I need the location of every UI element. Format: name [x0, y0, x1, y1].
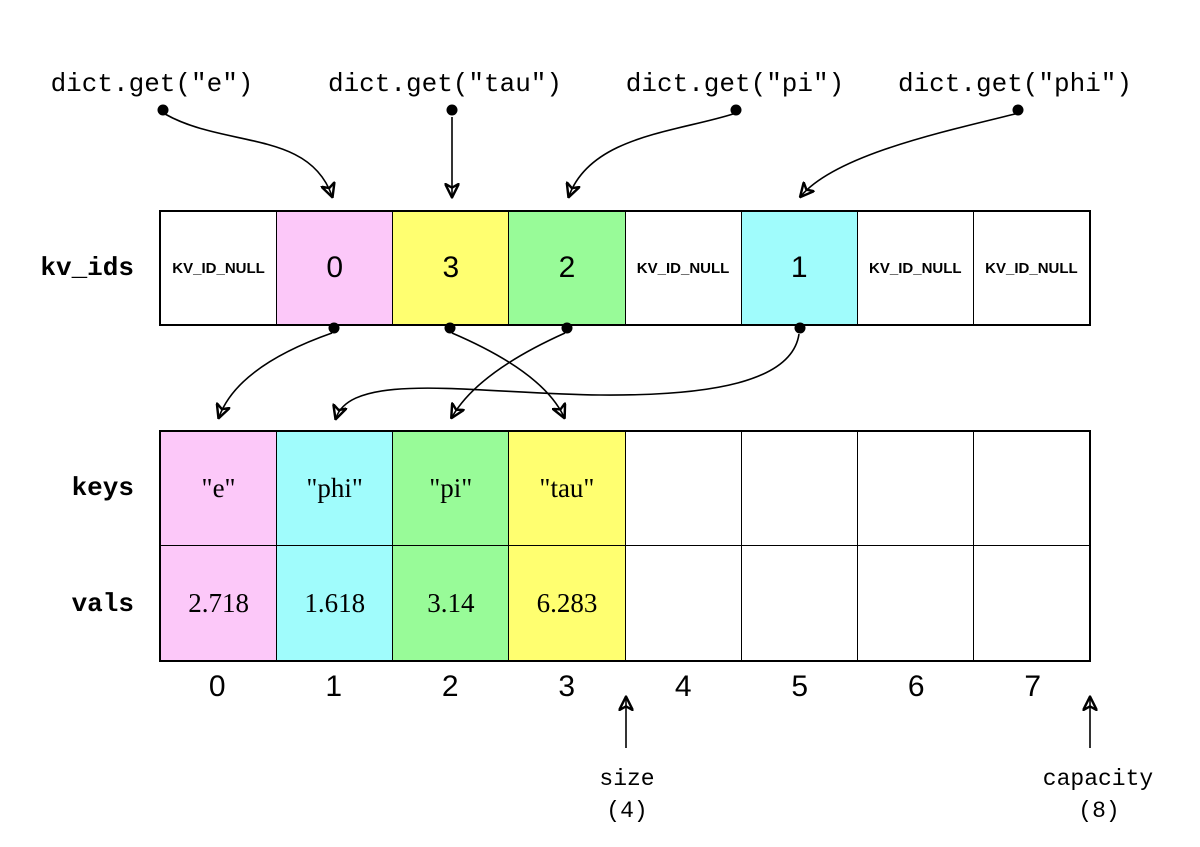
- kv-ids-cell-7: KV_ID_NULL: [973, 212, 1089, 324]
- capacity-label: capacity: [1042, 766, 1154, 792]
- index-0: 0: [208, 670, 226, 703]
- index-5: 5: [791, 670, 809, 703]
- keys-cell-0: "e": [161, 432, 278, 546]
- vals-cell-1: 1.618: [277, 546, 394, 660]
- size-value: (4): [606, 798, 648, 824]
- kv-ids-cell-0: KV_ID_NULL: [161, 212, 278, 324]
- kv-ids-cell-6: KV_ID_NULL: [857, 212, 974, 324]
- keys-cell-3: "tau": [509, 432, 626, 546]
- query-arrow-phi-to-slot5: [801, 113, 1016, 196]
- vals-cell-5: [741, 546, 858, 660]
- index-2: 2: [441, 670, 459, 703]
- query-dot-e: [157, 104, 169, 116]
- keys-cell-4: [625, 432, 742, 546]
- kv-ids-row-label: kv_ids: [40, 253, 134, 283]
- size-label: size: [599, 766, 655, 792]
- vals-cell-0: 2.718: [161, 546, 278, 660]
- vals-cell-6: [857, 546, 974, 660]
- index-3: 3: [558, 670, 576, 703]
- capacity-value: (8): [1078, 798, 1120, 824]
- index-4: 4: [674, 670, 692, 703]
- keys-row: "e" "phi" "pi" "tau": [161, 432, 1089, 546]
- index-row: 0 1 2 3 4 5 6 7: [159, 668, 1091, 706]
- kv-ids-cell-2: 3: [393, 212, 510, 324]
- slot-arrow-5-to-entry1: [336, 333, 800, 418]
- query-label-pi: dict.get("pi"): [625, 69, 845, 99]
- keys-cell-6: [857, 432, 974, 546]
- slot-arrow-1-to-entry0: [219, 332, 333, 417]
- vals-row: 2.718 1.618 3.14 6.283: [161, 546, 1089, 660]
- keys-vals-array: "e" "phi" "pi" "tau" 2.718 1.618 3.14 6.…: [159, 430, 1091, 662]
- vals-cell-4: [625, 546, 742, 660]
- query-arrow-e-to-slot1: [164, 113, 332, 196]
- query-arrow-pi-to-slot3: [569, 113, 734, 196]
- index-1: 1: [325, 670, 343, 703]
- keys-cell-2: "pi": [393, 432, 510, 546]
- query-label-tau: dict.get("tau"): [327, 69, 563, 99]
- slot-arrow-3-to-entry2: [452, 332, 566, 417]
- keys-cell-5: [741, 432, 858, 546]
- kv-ids-array: KV_ID_NULL 0 3 2 KV_ID_NULL 1 KV_ID_NULL…: [159, 210, 1091, 326]
- query-dot-tau: [446, 104, 458, 116]
- query-dot-pi: [730, 104, 742, 116]
- kv-ids-cell-5: 1: [741, 212, 858, 324]
- query-label-phi: dict.get("phi"): [897, 69, 1133, 99]
- vals-cell-3: 6.283: [509, 546, 626, 660]
- keys-cell-1: "phi": [277, 432, 394, 546]
- index-7: 7: [1024, 670, 1042, 703]
- keys-cell-7: [973, 432, 1089, 546]
- query-dot-phi: [1012, 104, 1024, 116]
- keys-row-label: keys: [71, 473, 134, 503]
- vals-cell-7: [973, 546, 1089, 660]
- slot-arrow-2-to-entry3: [451, 332, 564, 417]
- query-label-e: dict.get("e"): [50, 69, 254, 99]
- kv-ids-cell-3: 2: [509, 212, 626, 324]
- vals-cell-2: 3.14: [393, 546, 510, 660]
- index-6: 6: [907, 670, 925, 703]
- vals-row-label: vals: [71, 589, 134, 619]
- kv-ids-cell-1: 0: [277, 212, 394, 324]
- kv-ids-cell-4: KV_ID_NULL: [625, 212, 742, 324]
